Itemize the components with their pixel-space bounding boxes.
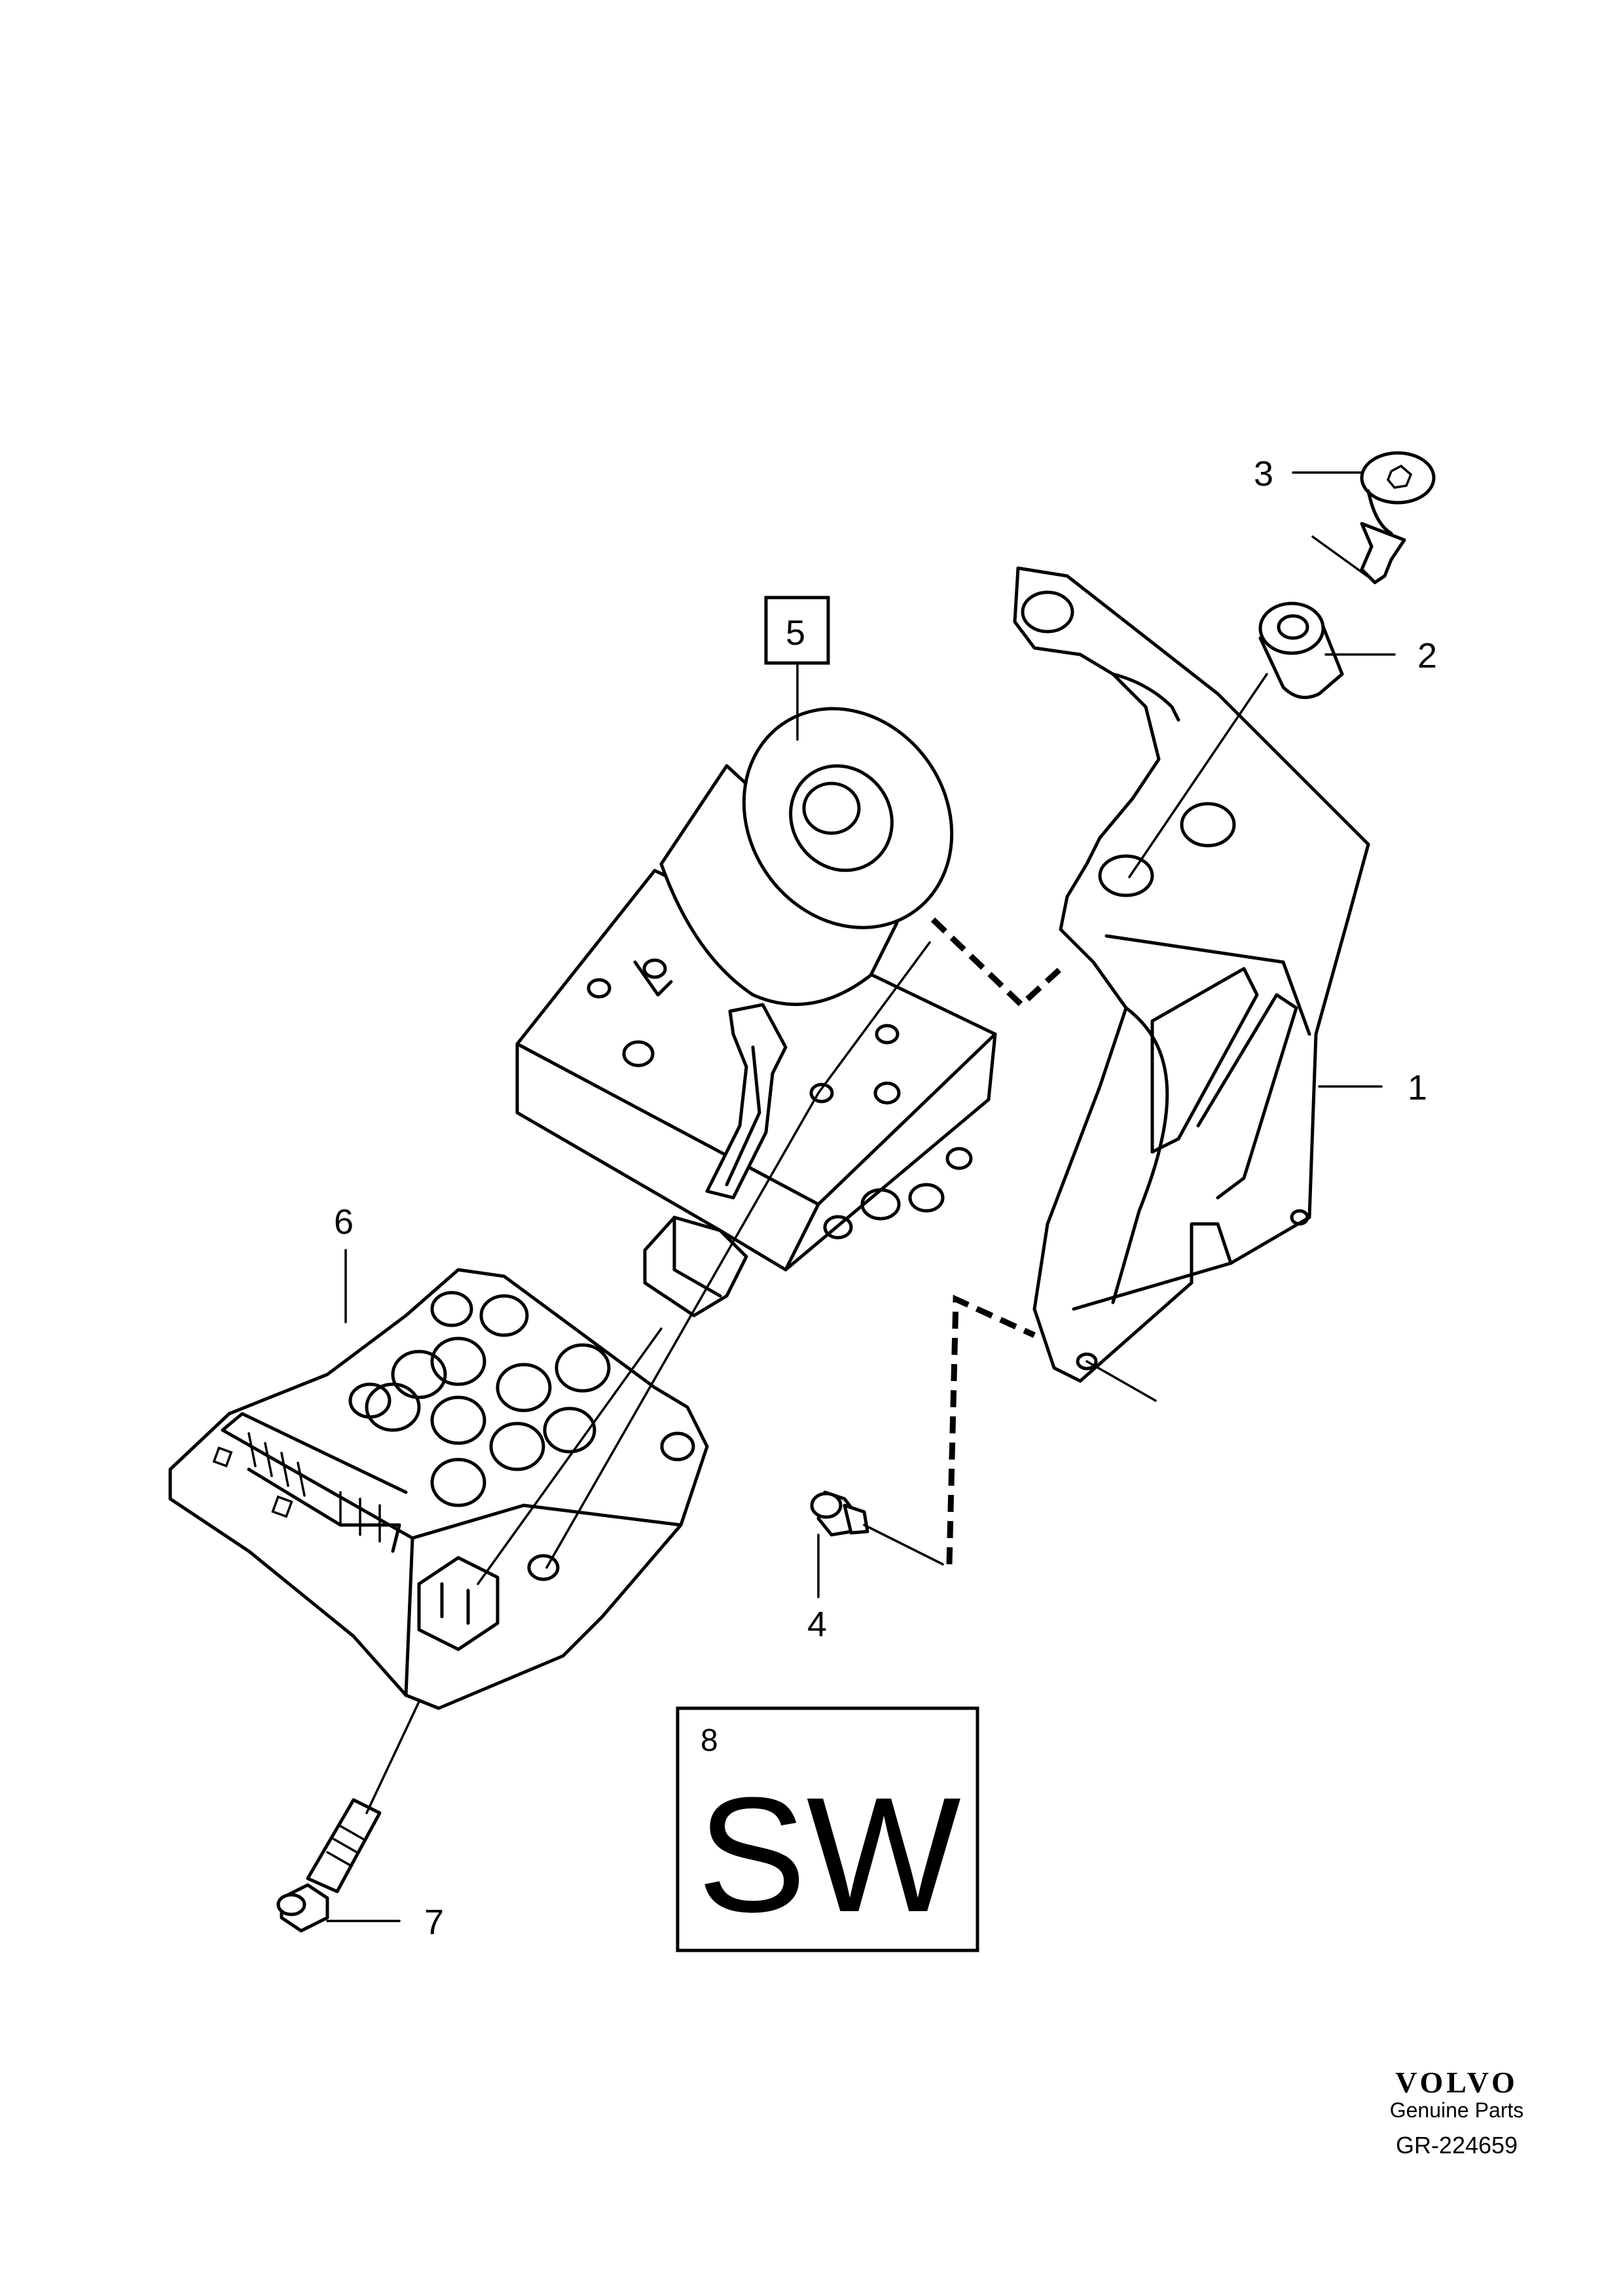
grommet-part — [1258, 601, 1344, 700]
callout-7-label: 7 — [424, 1903, 444, 1942]
diagram-reference: GR-224659 — [1396, 2132, 1518, 2159]
software-code: SW — [697, 1763, 961, 1946]
assembly-lines — [365, 535, 1373, 1814]
callout-5: 5 — [764, 596, 830, 741]
bracket-part — [1013, 566, 1370, 1383]
callout-4: 4 — [807, 1534, 827, 1644]
brand-logo: VOLVO — [1395, 2066, 1518, 2099]
long-bolt-part — [276, 1798, 382, 1933]
dashed-connection-lower — [946, 1295, 1036, 1565]
callout-7: 7 — [326, 1903, 444, 1942]
screw-part — [1360, 451, 1436, 584]
callout-1: 1 — [1318, 1068, 1427, 1107]
callout-2: 2 — [1324, 636, 1437, 675]
software-item-number: 8 — [701, 1723, 718, 1758]
dashed-connection-upper — [930, 917, 1063, 1009]
callout-2-label: 2 — [1417, 636, 1437, 675]
callout-5-label: 5 — [786, 613, 805, 653]
software-box: 8 SW — [676, 1706, 979, 1952]
callout-1-label: 1 — [1408, 1068, 1427, 1107]
callout-3: 3 — [1254, 454, 1363, 493]
brand-tagline: Genuine Parts — [1390, 2098, 1524, 2122]
hydraulic-unit-part — [515, 707, 997, 1318]
solenoid-bosses — [348, 1291, 611, 1507]
small-bolt-part — [810, 1490, 869, 1537]
callout-4-label: 4 — [807, 1605, 827, 1644]
callout-6: 6 — [334, 1202, 354, 1323]
callout-6-label: 6 — [334, 1202, 354, 1242]
callout-3-label: 3 — [1254, 454, 1273, 493]
control-module-part — [168, 1268, 709, 1710]
footer: VOLVO Genuine Parts GR-224659 — [1390, 2066, 1524, 2159]
